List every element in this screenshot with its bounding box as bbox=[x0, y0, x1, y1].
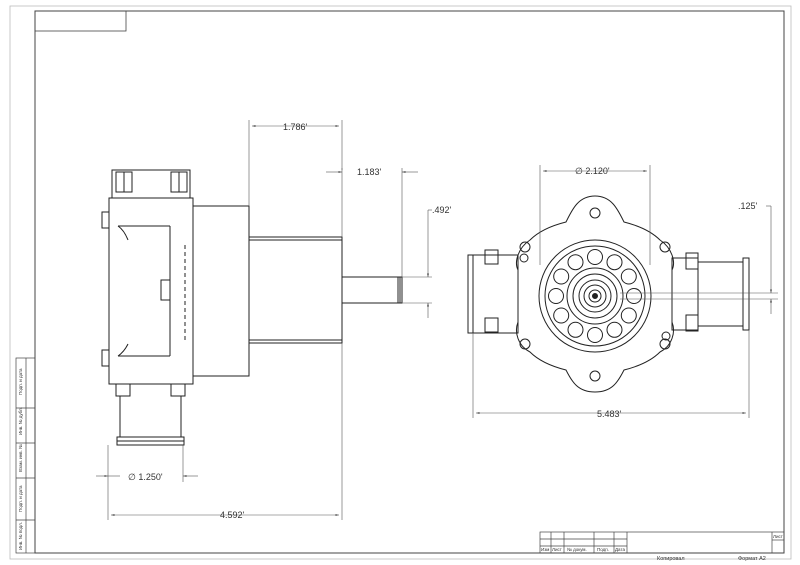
dim-5483-label: 5.483' bbox=[597, 409, 622, 419]
bolt-ring-hole bbox=[606, 254, 623, 271]
bolt-ring-hole bbox=[567, 321, 584, 338]
tb-kopiroval: Копировал bbox=[657, 556, 685, 562]
front-view-bolt-ring bbox=[548, 249, 642, 343]
title-block bbox=[539, 531, 785, 554]
dim-1183-label: 1.183' bbox=[357, 167, 382, 177]
side-stamp-vzam-inv: Взам. инв. № bbox=[18, 444, 23, 472]
side-stamp-podp-data-2: Подп. и дата bbox=[18, 485, 23, 512]
front-view-dimension-lines bbox=[472, 165, 778, 418]
bolt-ring-hole bbox=[553, 268, 570, 285]
side-stamp-inv-podl: Инв. № подл. bbox=[18, 522, 23, 550]
tb-col-izm: Изм bbox=[541, 547, 549, 552]
bolt-ring-hole bbox=[548, 288, 564, 304]
dim-492-label: .492' bbox=[432, 205, 452, 215]
side-view-dimension-lines bbox=[96, 120, 432, 520]
dim-4592-label: 4.592' bbox=[220, 510, 245, 520]
bolt-ring-hole bbox=[587, 327, 603, 343]
top-left-corner-box bbox=[34, 10, 127, 32]
side-stamp bbox=[15, 357, 36, 554]
tb-list-label: Лист bbox=[773, 534, 783, 539]
dim-1786-label: 1.786' bbox=[283, 122, 308, 132]
bolt-ring-hole bbox=[606, 321, 623, 338]
dim-125-label: .125' bbox=[738, 201, 758, 211]
tb-col-list: Лист bbox=[552, 547, 562, 552]
drawing-frame bbox=[34, 10, 785, 554]
front-view bbox=[467, 195, 750, 393]
bolt-ring-hole bbox=[553, 307, 570, 324]
side-stamp-podp-data-1: Подп. и дата bbox=[18, 368, 23, 395]
tb-col-sign: Подп. bbox=[597, 547, 609, 552]
bolt-ring-hole bbox=[587, 249, 603, 265]
outer-sheet-border bbox=[9, 5, 792, 560]
tb-col-doc: № докум. bbox=[567, 547, 587, 552]
tb-format: Формат A2 bbox=[738, 556, 766, 562]
side-view bbox=[101, 169, 403, 446]
tb-col-date: Дата bbox=[615, 547, 625, 552]
dim-dia-2120-label: ∅ 2.120' bbox=[575, 166, 610, 176]
side-stamp-inv-dubl: Инв. № дубл. bbox=[18, 407, 23, 435]
bolt-ring-hole bbox=[626, 288, 642, 304]
dim-dia-1250-label: ∅ 1.250' bbox=[128, 472, 163, 482]
bolt-ring-hole bbox=[620, 268, 637, 285]
bolt-ring-hole bbox=[567, 254, 584, 271]
bolt-ring-hole bbox=[620, 307, 637, 324]
